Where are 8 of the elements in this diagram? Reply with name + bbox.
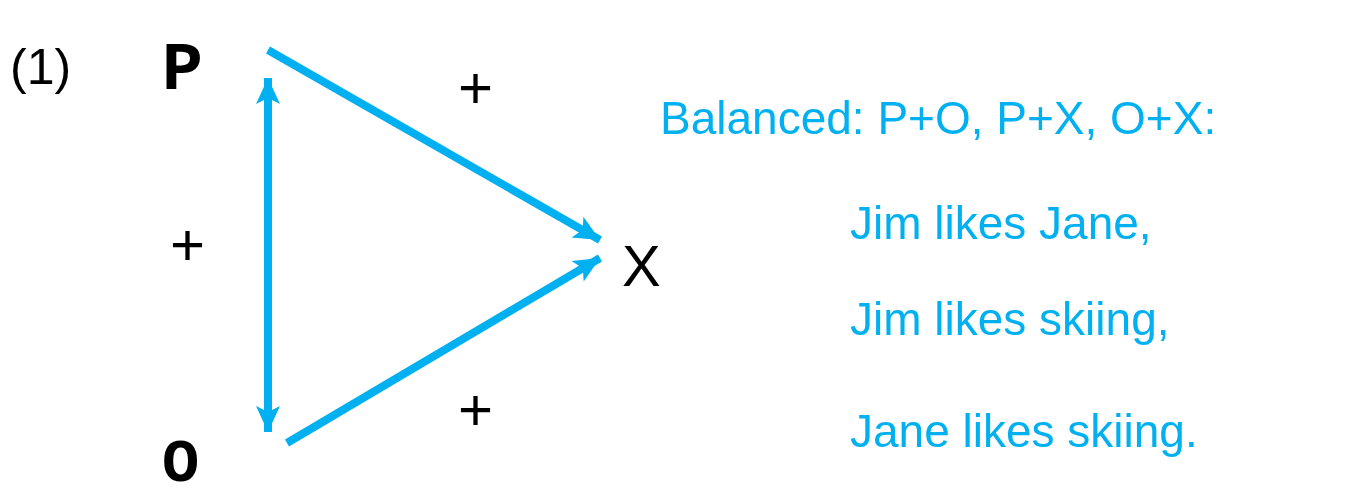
note-text: Balanced: P+O, P+X, O+X: xyxy=(660,95,1217,141)
node-letter: P xyxy=(162,37,203,105)
node-letter: O xyxy=(162,434,200,491)
arrow xyxy=(266,46,602,244)
node-letter: X xyxy=(622,237,661,295)
note-text: Jim likes Jane, xyxy=(850,200,1152,246)
figure-number: (1) xyxy=(10,42,72,92)
arrow xyxy=(284,254,603,447)
